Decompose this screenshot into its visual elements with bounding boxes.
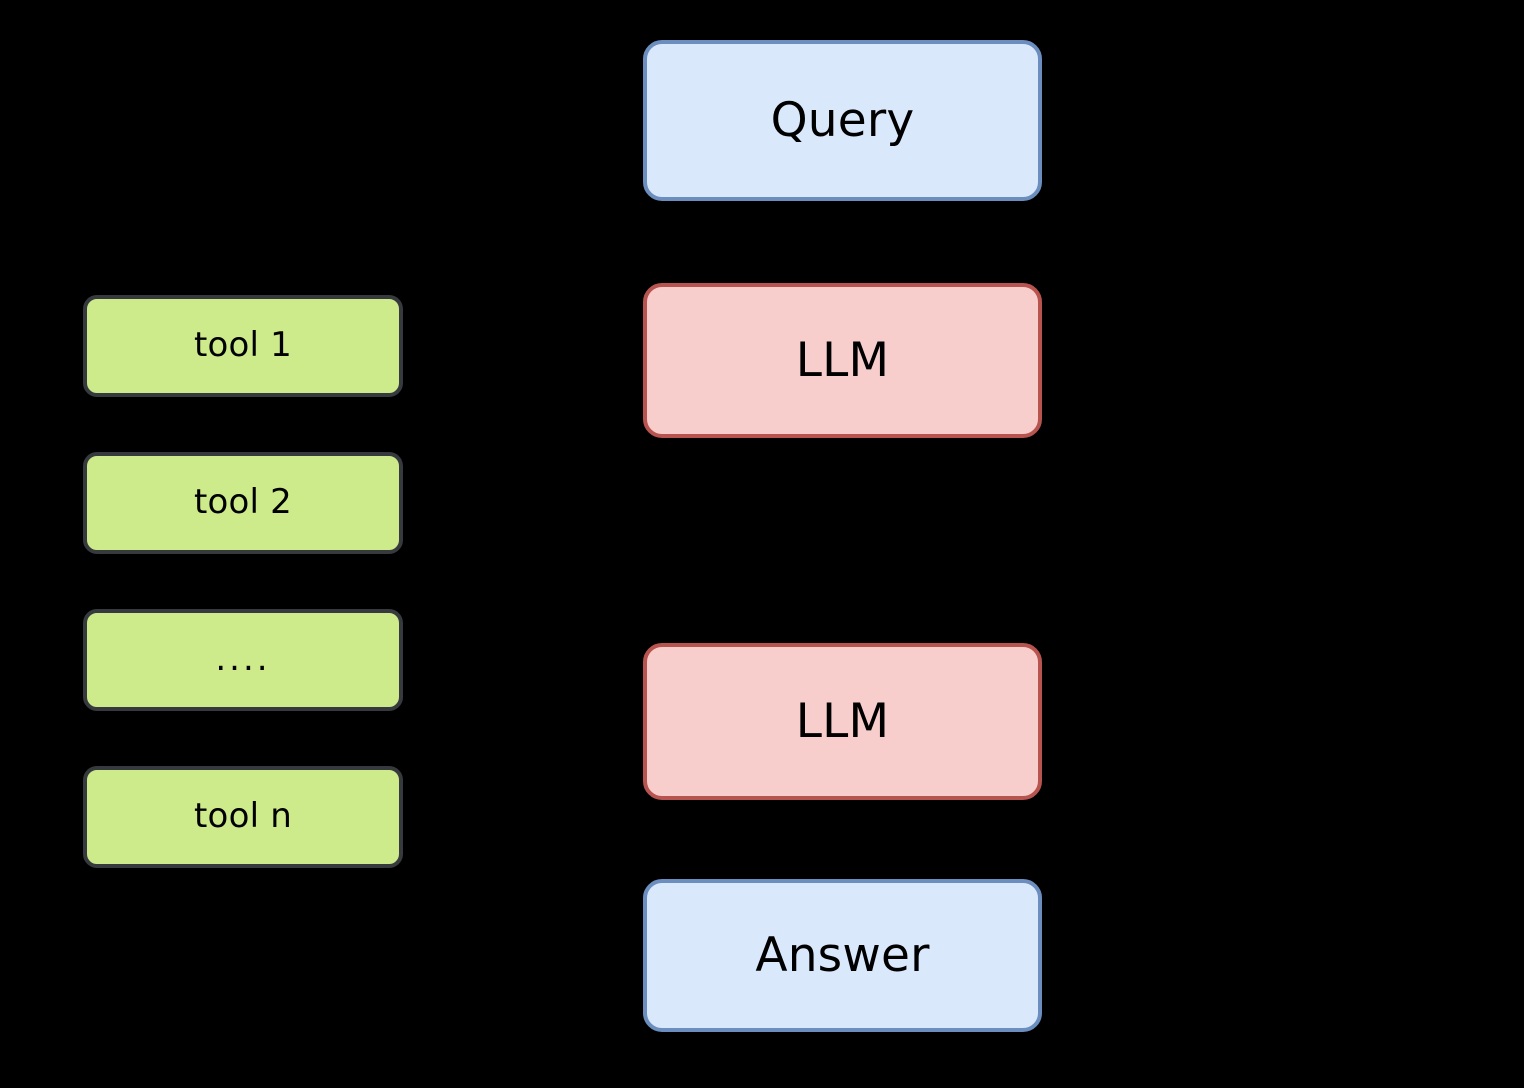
tool-node-1[interactable]: tool 1: [83, 295, 403, 397]
tool-node-n-label: tool n: [194, 796, 292, 837]
tool-node-n[interactable]: tool n: [83, 766, 403, 868]
llm-node-bottom-label: LLM: [795, 693, 890, 749]
tool-node-1-label: tool 1: [193, 325, 293, 366]
answer-node-label: Answer: [755, 927, 930, 983]
llm-node-top[interactable]: LLM: [643, 283, 1042, 438]
query-node-label: Query: [770, 92, 915, 148]
tool-node-ellipsis-label: ....: [215, 639, 271, 680]
llm-node-top-label: LLM: [795, 332, 890, 388]
tool-node-2[interactable]: tool 2: [83, 452, 403, 554]
tool-node-ellipsis[interactable]: ....: [83, 609, 403, 711]
tool-node-2-label: tool 2: [193, 482, 293, 523]
llm-node-bottom[interactable]: LLM: [643, 643, 1042, 800]
answer-node[interactable]: Answer: [643, 879, 1042, 1032]
query-node[interactable]: Query: [643, 40, 1042, 201]
